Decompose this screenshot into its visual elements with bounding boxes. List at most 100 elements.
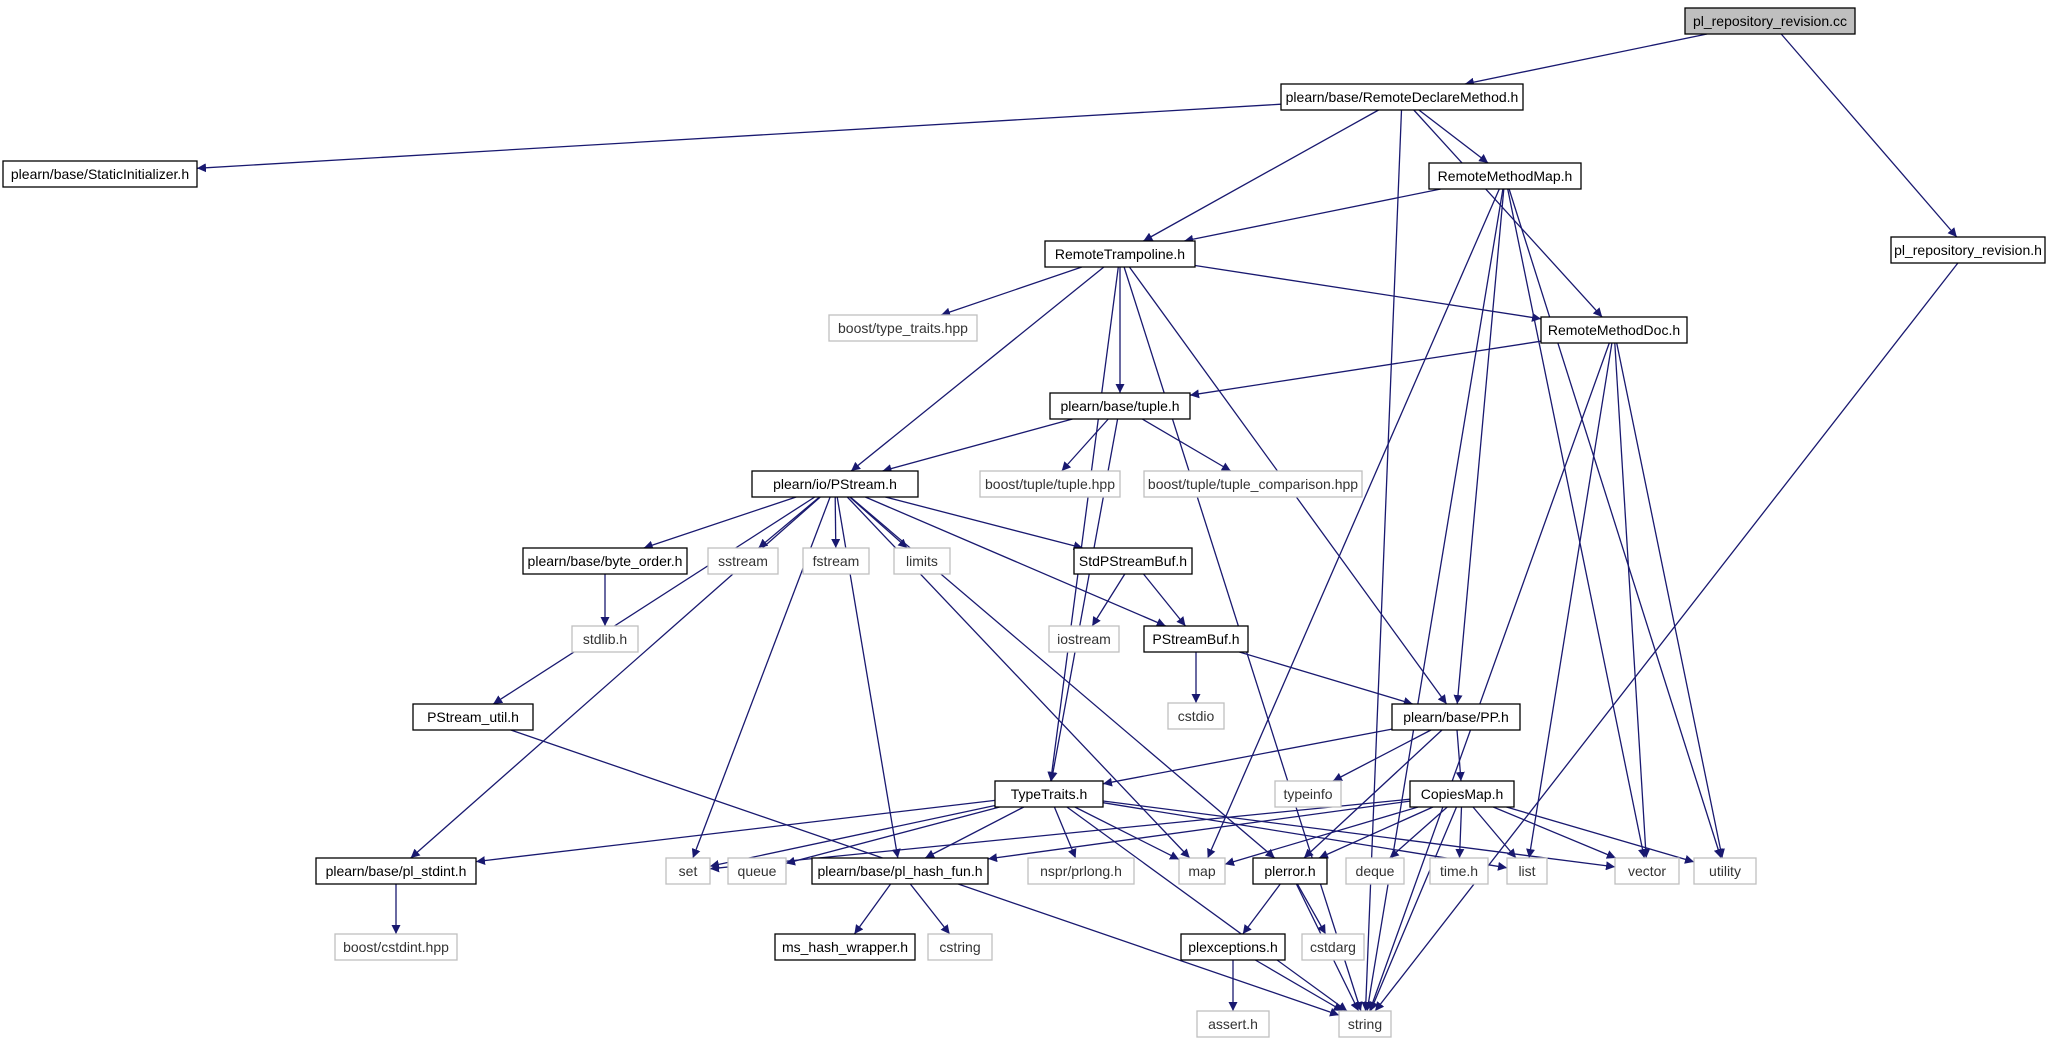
node-fstream: fstream: [802, 547, 870, 575]
node-pl-repository-revision-h[interactable]: pl_repository_revision.h: [1890, 236, 2046, 264]
node-plearn-base-tuple-h[interactable]: plearn/base/tuple.h: [1049, 392, 1191, 420]
node-box: [1044, 240, 1196, 268]
node-label: limits: [906, 553, 938, 569]
edge-remotemethodmap-h-to-plearn-base-pp-h: [1453, 188, 1505, 705]
node-label: RemoteMethodDoc.h: [1548, 322, 1680, 338]
node-label: plearn/base/PP.h: [1403, 709, 1509, 725]
node-label: utility: [1709, 863, 1741, 879]
node-plearn-base-remotedeclaremethod-h[interactable]: plearn/base/RemoteDeclareMethod.h: [1280, 83, 1524, 111]
edge-typetraits-h-to-set: [709, 804, 996, 869]
edge-plearn-base-remotedeclaremethod-h-to-remotetrampoline-h: [1143, 109, 1379, 242]
node-boost-type-traits-hpp: boost/type_traits.hpp: [828, 314, 978, 342]
node-label: queue: [738, 863, 777, 879]
edge-remotemethodmap-h-to-vector: [1507, 188, 1647, 859]
node-box: [1301, 933, 1365, 961]
edge-remotetrampoline-h-to-plearn-io-pstream-h: [850, 266, 1105, 472]
edge-remotemethoddoc-h-to-list: [1526, 342, 1613, 859]
node-label: assert.h: [1208, 1016, 1258, 1032]
node-box: [1252, 857, 1328, 885]
node-label: string: [1348, 1016, 1382, 1032]
edge-remotemethoddoc-h-to-vector: [1614, 342, 1651, 859]
node-box: [1409, 780, 1515, 808]
node-box: [1049, 392, 1191, 420]
node-plexceptions-h[interactable]: plexceptions.h: [1180, 933, 1286, 961]
node-box: [727, 857, 787, 885]
node-box: [1540, 316, 1688, 344]
edge-typetraits-h-to-plearn-base-pl-stdint-h: [475, 799, 996, 866]
node-box: [774, 933, 916, 961]
node-ms-hash-wrapper-h[interactable]: ms_hash_wrapper.h: [774, 933, 916, 961]
node-plearn-base-byte-order-h[interactable]: plearn/base/byte_order.h: [522, 547, 688, 575]
node-label: set: [679, 863, 698, 879]
node-plearn-base-staticinitializer-h[interactable]: plearn/base/StaticInitializer.h: [2, 160, 198, 188]
edge-plearn-base-pp-h-to-copiesmap-h: [1455, 729, 1465, 782]
edge-plerror-h-to-plexceptions-h: [1242, 883, 1281, 935]
edge-copiesmap-h-to-plerror-h: [1318, 806, 1434, 859]
edge-remotemethoddoc-h-to-string: [1368, 342, 1610, 1012]
node-box: [1506, 857, 1548, 885]
node-typetraits-h[interactable]: TypeTraits.h: [994, 780, 1104, 808]
node-plearn-base-pp-h[interactable]: plearn/base/PP.h: [1391, 703, 1521, 731]
edge-plearn-io-pstream-h-to-stdpstreambuf-h: [885, 496, 1083, 551]
edge-copiesmap-h-to-string: [1369, 806, 1458, 1012]
edge-plearn-base-pp-h-to-typeinfo: [1332, 729, 1432, 782]
node-label: deque: [1356, 863, 1395, 879]
edge-plearn-io-pstream-h-to-plearn-base-byte-order-h: [643, 496, 797, 550]
node-plearn-base-pl-stdint-h[interactable]: plearn/base/pl_stdint.h: [315, 857, 477, 885]
node-remotemethodmap-h[interactable]: RemoteMethodMap.h: [1428, 162, 1582, 190]
edge-plearn-io-pstream-h-to-fstream: [831, 496, 841, 549]
node-box: [1073, 547, 1193, 575]
node-label: stdlib.h: [583, 631, 627, 647]
node-label: cstring: [939, 939, 980, 955]
edge-copiesmap-h-to-deque: [1389, 806, 1448, 859]
node-utility: utility: [1693, 857, 1757, 885]
node-pstreambuf-h[interactable]: PStreamBuf.h: [1143, 625, 1249, 653]
node-plearn-base-pl-hash-fun-h[interactable]: plearn/base/pl_hash_fun.h: [811, 857, 989, 885]
node-label: PStream_util.h: [427, 709, 519, 725]
node-list: list: [1506, 857, 1548, 885]
node-label: plerror.h: [1264, 863, 1315, 879]
node-label: plearn/base/tuple.h: [1060, 398, 1179, 414]
node-pstream-util-h[interactable]: PStream_util.h: [412, 703, 534, 731]
node-boost-tuple-tuple-comparison-hpp: boost/tuple/tuple_comparison.hpp: [1143, 470, 1363, 498]
node-box: [1196, 1010, 1270, 1038]
node-label: plearn/base/StaticInitializer.h: [11, 166, 189, 182]
node-queue: queue: [727, 857, 787, 885]
edge-plerror-h-to-cstdarg: [1296, 883, 1327, 935]
node-remotemethoddoc-h[interactable]: RemoteMethodDoc.h: [1540, 316, 1688, 344]
node-box: [1391, 703, 1521, 731]
edge-remotetrampoline-h-to-remotemethoddoc-h: [1194, 264, 1542, 322]
edge-plearn-base-pl-hash-fun-h-to-cstring: [909, 883, 951, 935]
node-box: [1614, 857, 1680, 885]
node-box: [665, 857, 711, 885]
edge-plearn-base-pp-h-to-plerror-h: [1303, 729, 1443, 859]
edge-remotemethodmap-h-to-string: [1364, 188, 1504, 1012]
node-label: boost/tuple/tuple.hpp: [985, 476, 1115, 492]
edge-plearn-io-pstream-h-to-plerror-h: [849, 496, 1276, 859]
edge-pl-repository-revision-cc-to-plearn-base-remotedeclaremethod-h: [1464, 33, 1708, 87]
node-box: [315, 857, 477, 885]
node-stdpstreambuf-h[interactable]: StdPStreamBuf.h: [1073, 547, 1193, 575]
edge-typetraits-h-to-plearn-base-pl-hash-fun-h: [924, 806, 1025, 859]
node-box: [893, 547, 951, 575]
edge-remotetrampoline-h-to-typetraits-h: [1047, 266, 1119, 782]
node-box: [1693, 857, 1757, 885]
node-copiesmap-h[interactable]: CopiesMap.h: [1409, 780, 1515, 808]
edge-remotemethodmap-h-to-remotetrampoline-h: [1184, 188, 1441, 244]
node-remotetrampoline-h[interactable]: RemoteTrampoline.h: [1044, 240, 1196, 268]
edge-copiesmap-h-to-list: [1472, 806, 1517, 859]
node-label: nspr/prlong.h: [1040, 863, 1122, 879]
node-label: RemoteMethodMap.h: [1438, 168, 1573, 184]
node-label: sstream: [718, 553, 768, 569]
edge-stdpstreambuf-h-to-pstreambuf-h: [1142, 573, 1187, 627]
node-label: StdPStreamBuf.h: [1079, 553, 1187, 569]
node-plerror-h[interactable]: plerror.h: [1252, 857, 1328, 885]
node-plearn-io-pstream-h[interactable]: plearn/io/PStream.h: [751, 470, 919, 498]
node-box: [1027, 857, 1135, 885]
node-box: [828, 314, 978, 342]
edge-plearn-base-pl-hash-fun-h-to-ms-hash-wrapper-h: [853, 883, 892, 935]
node-label: pl_repository_revision.cc: [1693, 13, 1847, 29]
edge-typetraits-h-to-vector: [1102, 800, 1616, 871]
edge-pl-repository-revision-cc-to-pl-repository-revision-h: [1780, 33, 1958, 238]
edge-plearn-io-pstream-h-to-plearn-base-pl-stdint-h: [410, 496, 821, 859]
